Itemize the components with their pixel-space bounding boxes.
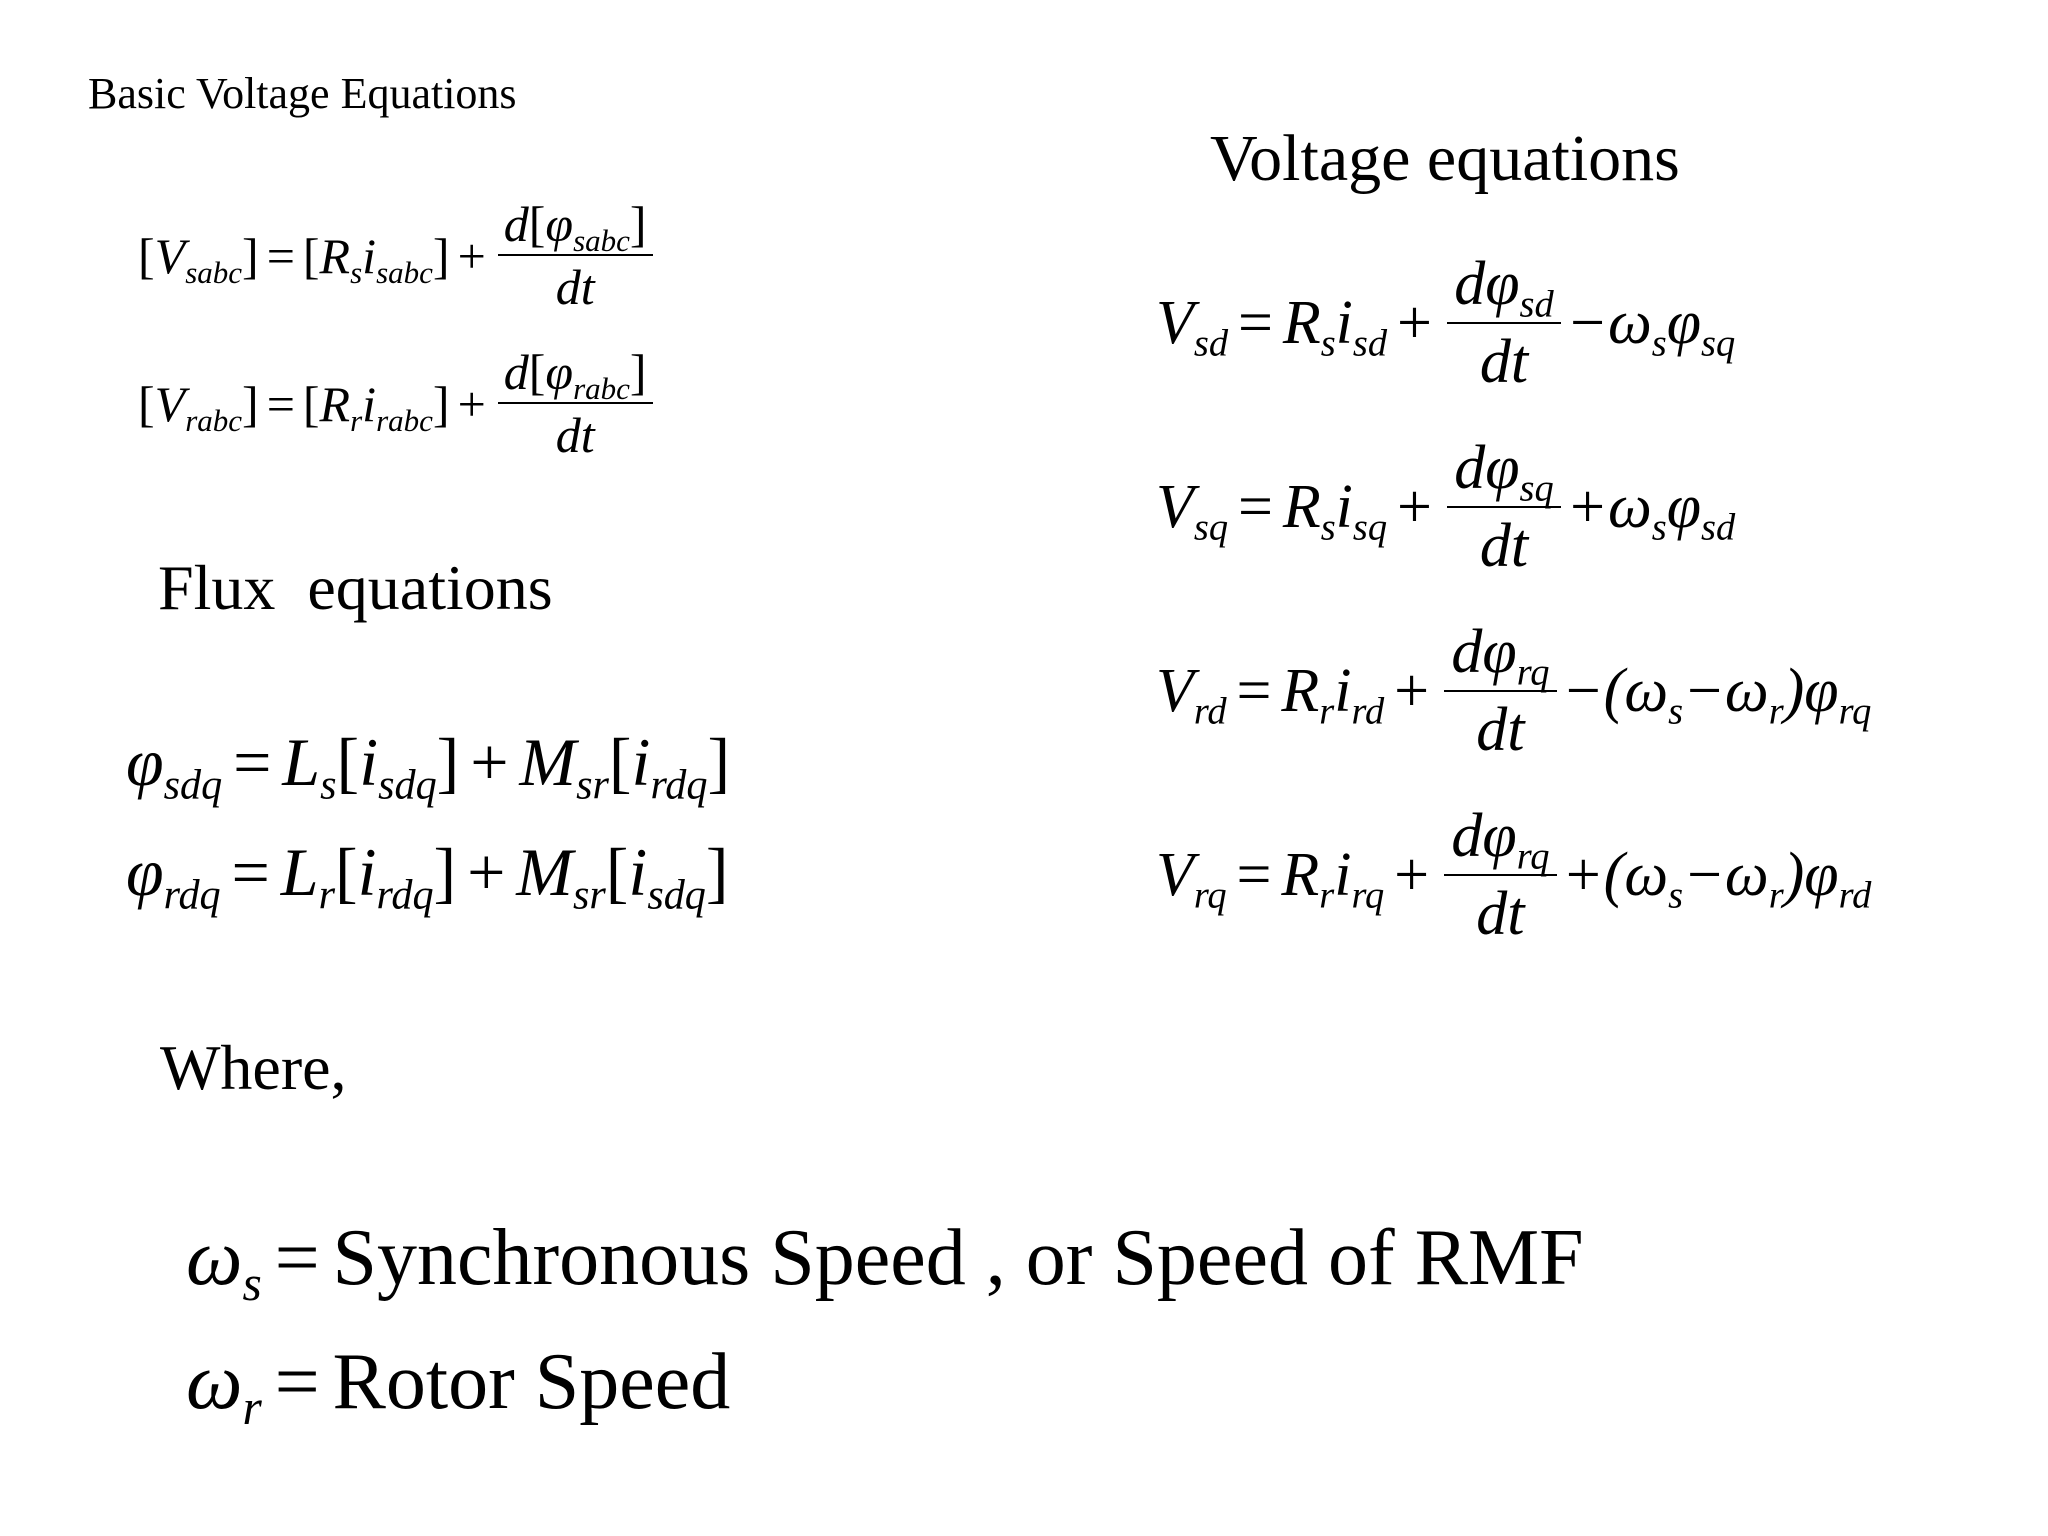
basic-equation-stator: [Vsabc]=[Rsisabc]+d[φsabc]dt — [138, 196, 657, 315]
flux-equation-rotor: φrdq=Lr[irdq]+Msr[isdq] — [126, 833, 729, 919]
heading-where: Where, — [160, 1032, 347, 1103]
basic-equation-rotor: [Vrabc]=[Rrirabc]+d[φrabc]dt — [138, 344, 657, 463]
derivative-fraction: d[φrabc]dt — [497, 344, 653, 463]
heading-voltage-equations: Voltage equations — [1210, 122, 1680, 195]
heading-flux-equations: Flux equations — [158, 552, 553, 623]
derivative-fraction: d[φsabc]dt — [497, 196, 653, 315]
flux-equation-stator: φsdq=Ls[isdq]+Msr[irdq] — [126, 723, 731, 809]
definition-omega-r: ωr=Rotor Speed — [186, 1338, 731, 1435]
heading-basic-voltage-equations: Basic Voltage Equations — [88, 69, 517, 118]
definition-omega-s: ωs=Synchronous Speed , or Speed of RMF — [186, 1214, 1584, 1311]
